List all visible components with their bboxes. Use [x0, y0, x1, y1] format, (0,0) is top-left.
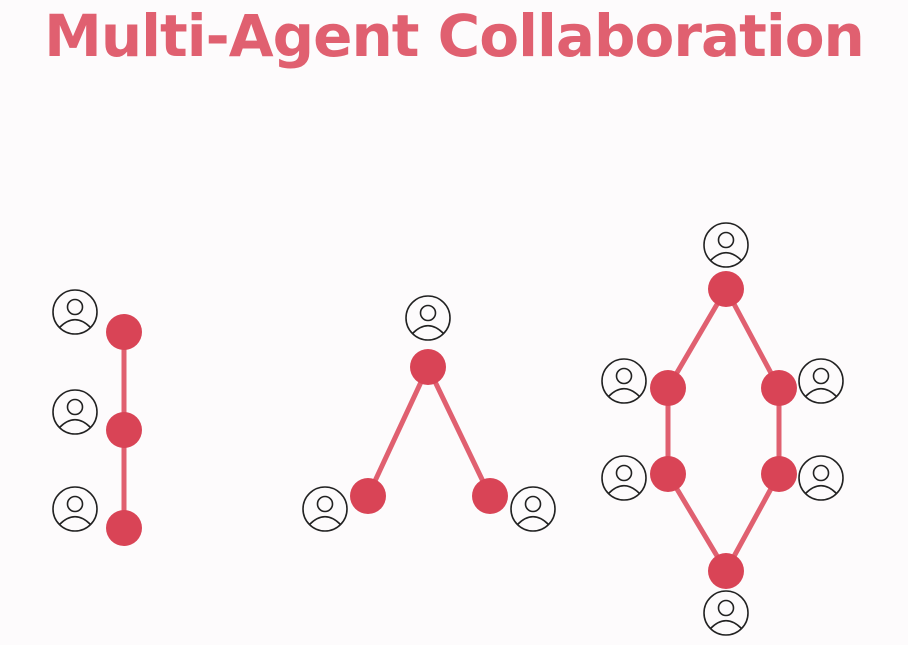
edge: [665, 286, 729, 391]
agent-node: [761, 456, 797, 492]
edge: [665, 471, 729, 574]
user-circle-icon: [798, 455, 844, 501]
agent-node: [106, 314, 142, 350]
edge: [365, 364, 431, 499]
agent-node: [650, 370, 686, 406]
agent-node: [472, 478, 508, 514]
agent-node: [708, 553, 744, 589]
user-circle-icon: [52, 486, 98, 532]
topology-diamond-network: [601, 222, 844, 636]
agent-node: [761, 370, 797, 406]
agent-node: [106, 412, 142, 448]
topology-branching-tree: [302, 295, 556, 532]
topology-sequential-chain: [52, 289, 142, 546]
edge: [425, 364, 493, 499]
agent-node: [106, 510, 142, 546]
page-title: Multi-Agent Collaboration: [44, 2, 865, 70]
user-circle-icon: [798, 358, 844, 404]
user-circle-icon: [302, 486, 348, 532]
user-circle-icon: [405, 295, 451, 341]
user-circle-icon: [52, 389, 98, 435]
agent-node: [650, 456, 686, 492]
edge: [723, 286, 782, 391]
user-circle-icon: [703, 222, 749, 268]
user-circle-icon: [52, 289, 98, 335]
edge: [723, 471, 782, 574]
user-circle-icon: [601, 358, 647, 404]
agent-node: [350, 478, 386, 514]
user-circle-icon: [703, 590, 749, 636]
agent-node: [708, 271, 744, 307]
user-circle-icon: [601, 455, 647, 501]
agent-node: [410, 349, 446, 385]
user-circle-icon: [510, 486, 556, 532]
